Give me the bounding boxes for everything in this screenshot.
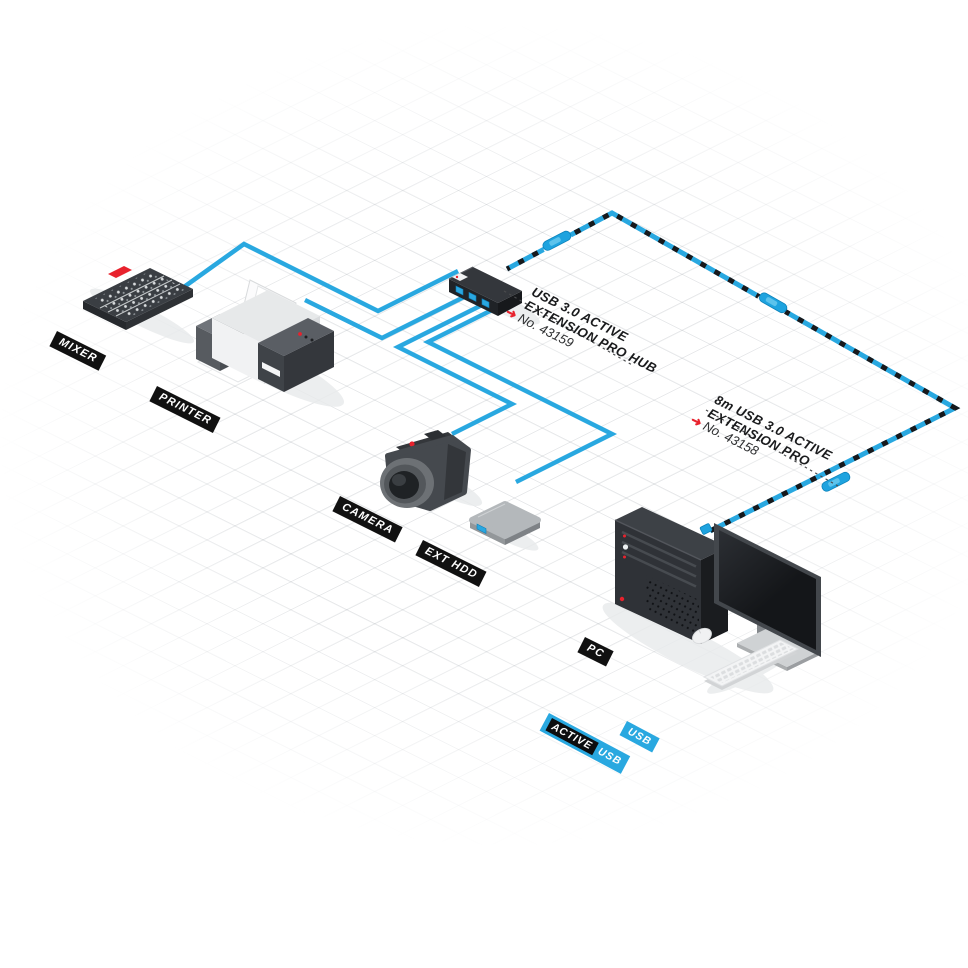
camera-illustration xyxy=(380,430,471,511)
usb-hub-illustration xyxy=(448,266,522,316)
cable-connector xyxy=(757,292,788,316)
pc-drive-bays xyxy=(621,530,697,588)
printer-illustration xyxy=(196,279,334,392)
pc-power-button xyxy=(622,544,629,550)
printer-cable xyxy=(304,291,472,341)
pc-cable-plug xyxy=(699,523,713,535)
active-extension-cable xyxy=(505,210,961,534)
ext-hdd-cable xyxy=(422,307,618,485)
cable-connector xyxy=(542,230,573,254)
ext-hdd-illustration xyxy=(469,501,541,545)
pc-power-led xyxy=(619,596,625,602)
hdd-usb-port xyxy=(476,523,487,534)
hub-usb-ports xyxy=(455,285,490,309)
pc-tower-illustration xyxy=(614,507,728,644)
mixer-illustration xyxy=(83,266,193,330)
mouse-illustration xyxy=(692,627,712,645)
mixer-cable xyxy=(168,241,460,314)
keyboard-illustration xyxy=(702,639,800,690)
hub-label-chip xyxy=(452,273,468,281)
camera-shutter-button xyxy=(409,441,415,447)
camera-lens xyxy=(380,458,434,508)
monitor-illustration xyxy=(714,523,821,671)
annotation-leader-lines xyxy=(503,290,839,487)
printer-slot xyxy=(262,362,280,377)
pc-vent-grille xyxy=(646,575,699,636)
mixer-red-stripe xyxy=(108,266,132,278)
monitor-screen xyxy=(719,530,816,650)
usb-cables xyxy=(168,241,618,485)
printer-power-led xyxy=(298,332,302,336)
camera-cable xyxy=(392,301,518,437)
